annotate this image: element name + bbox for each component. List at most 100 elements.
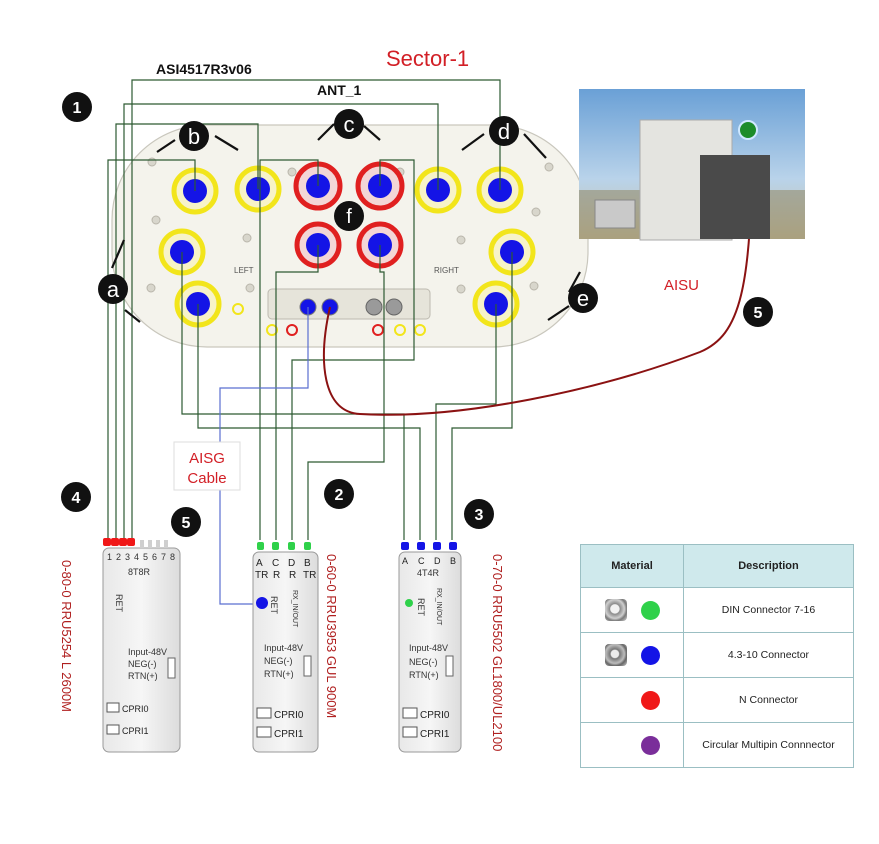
svg-text:5: 5: [754, 305, 763, 322]
callout-c: c: [334, 109, 364, 139]
cpri0-label: CPRI0: [420, 710, 450, 721]
radio-model-label: 4T4R: [417, 568, 440, 578]
svg-text:e: e: [577, 286, 589, 311]
neg-label: NEG(-): [409, 657, 438, 667]
rtn-label: RTN(+): [409, 670, 439, 680]
green-swatch: [640, 600, 660, 620]
cpri1-label: CPRI1: [274, 729, 304, 740]
svg-text:C: C: [272, 558, 279, 569]
svg-text:D: D: [434, 556, 441, 566]
aisg-port-spare: [385, 298, 403, 316]
svg-text:f: f: [346, 206, 352, 228]
ret-port: [405, 599, 413, 607]
svg-text:c: c: [344, 112, 355, 137]
callout-b: b: [179, 121, 209, 151]
radio-name-rru5254: 0-80-0 RRU5254 L 2600M: [59, 560, 74, 712]
svg-text:7: 7: [161, 552, 166, 562]
ret-label: RET: [416, 598, 426, 617]
aisu-cable: [322, 134, 753, 416]
svg-text:5: 5: [182, 515, 191, 532]
svg-text:C: C: [418, 556, 425, 566]
cpri0-label: CPRI0: [122, 704, 149, 714]
aisg-cable-label-2: Cable: [187, 470, 226, 487]
ret-port: [256, 597, 268, 609]
callout-a: a: [98, 274, 128, 304]
radio-name-rru5502: 0-70-0 RRU5502 GL1800/UL2100: [490, 554, 505, 751]
callout-2: 2: [324, 479, 354, 509]
legend-description: Circular Multipin Connnector: [683, 722, 854, 768]
cpri0-label: CPRI0: [274, 710, 304, 721]
svg-text:D: D: [288, 558, 295, 569]
legend-row: N Connector: [580, 677, 854, 723]
callout-f: f: [334, 201, 364, 231]
ret-label: RET: [269, 596, 279, 615]
svg-text:3: 3: [125, 552, 130, 562]
rtn-label: RTN(+): [264, 669, 294, 679]
radio-name-rru3953: 0-60-0 RRU3953 GUL 900M: [324, 554, 339, 718]
svg-text:d: d: [498, 119, 510, 144]
legend-header-description: Description: [683, 544, 854, 588]
port-yellow: [158, 228, 206, 276]
neg-label: NEG(-): [264, 656, 293, 666]
svg-text:4: 4: [72, 490, 81, 507]
callout-4: 4: [61, 482, 91, 512]
left-side-label: LEFT: [234, 266, 254, 275]
aisg-cable-label-box: [173, 441, 241, 491]
ret-label: RET: [114, 594, 124, 613]
callout-3: 3: [464, 499, 494, 529]
antenna-model-label: ASI4517R3v06: [156, 61, 252, 77]
aisg-cable-label: AISG: [189, 450, 225, 467]
legend-description: DIN Connector 7-16: [683, 587, 854, 633]
power-title: Input-48V: [128, 647, 167, 657]
antenna-panel: LEFT RIGHT: [111, 124, 589, 348]
svg-text:5: 5: [143, 552, 148, 562]
rtn-label: RTN(+): [128, 671, 158, 681]
radio-model-label: 8T8R: [128, 567, 151, 577]
svg-text:1: 1: [73, 100, 82, 117]
4310-connector-icon: [604, 644, 627, 666]
svg-text:a: a: [107, 277, 120, 302]
svg-text:3: 3: [475, 507, 484, 524]
purple-swatch: [640, 735, 660, 755]
din-connector-icon: [604, 599, 627, 621]
aisg-cable: [219, 307, 309, 605]
legend-row: Circular Multipin Connnector: [580, 722, 854, 768]
cpri1-label: CPRI1: [420, 729, 450, 740]
connector-legend: Material Description DIN Connector 7-16 …: [580, 544, 854, 768]
callout-5-ret: 5: [171, 507, 201, 537]
legend-description: N Connector: [683, 677, 854, 723]
svg-text:8: 8: [170, 552, 175, 562]
svg-text:R: R: [273, 570, 280, 581]
antenna-name-label: ANT_1: [317, 82, 362, 98]
svg-text:R: R: [289, 570, 296, 581]
power-title: Input-48V: [409, 643, 448, 653]
neg-label: NEG(-): [128, 659, 157, 669]
callout-5-aisu: 5: [743, 297, 773, 327]
aisu-label: AISU: [664, 277, 699, 294]
power-title: Input-48V: [264, 643, 303, 653]
svg-text:B: B: [450, 556, 456, 566]
svg-text:2: 2: [335, 487, 344, 504]
callout-e: e: [568, 283, 598, 313]
callout-1: 1: [62, 92, 92, 122]
svg-text:2: 2: [116, 552, 121, 562]
rx-label: RX_IN/OUT: [435, 588, 442, 626]
cpri1-label: CPRI1: [122, 726, 149, 736]
svg-text:A: A: [402, 556, 408, 566]
legend-row: DIN Connector 7-16: [580, 587, 854, 633]
blue-swatch: [640, 645, 660, 665]
number-callouts: 1 2 3 4 5 5: [61, 92, 773, 537]
group-leader-lines: [110, 123, 581, 323]
svg-text:B: B: [304, 558, 311, 569]
legend-row: 4.3-10 Connector: [580, 632, 854, 678]
svg-text:1: 1: [107, 552, 112, 562]
rx-label: RX_IN/OUT: [291, 590, 298, 628]
svg-text:A: A: [256, 558, 263, 569]
svg-text:TR: TR: [255, 570, 268, 581]
red-swatch: [640, 690, 660, 710]
right-side-label: RIGHT: [434, 266, 459, 275]
